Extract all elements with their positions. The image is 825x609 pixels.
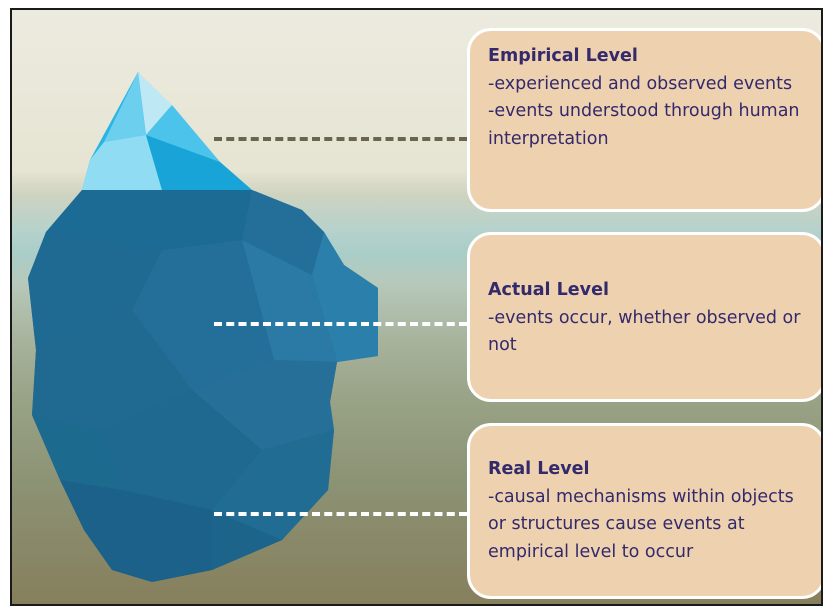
iceberg-underwater [28,190,378,582]
real-level-title: Real Level [488,459,590,479]
connector-actual [214,322,467,326]
actual-level-title: Actual Level [488,280,609,300]
diagram-frame: Empirical Level -experienced and observe… [10,8,823,606]
connector-real [214,512,467,516]
empirical-level-line-2: -events understood through human interpr… [488,101,800,149]
iceberg-tip [82,72,252,190]
empirical-level-title: Empirical Level [488,46,638,66]
iceberg-icon [28,72,378,582]
empirical-level-box: Empirical Level -experienced and observe… [467,28,821,212]
real-level-box: Real Level -causal mechanisms within obj… [467,423,821,599]
actual-level-line-1: -events occur, whether observed or not [488,307,801,356]
empirical-level-line-1: -experienced and observed events [488,73,793,94]
connector-empirical [214,137,467,141]
real-level-line-1: -causal mechanisms within objects or str… [488,486,794,562]
actual-level-box: Actual Level -events occur, whether obse… [467,232,821,402]
